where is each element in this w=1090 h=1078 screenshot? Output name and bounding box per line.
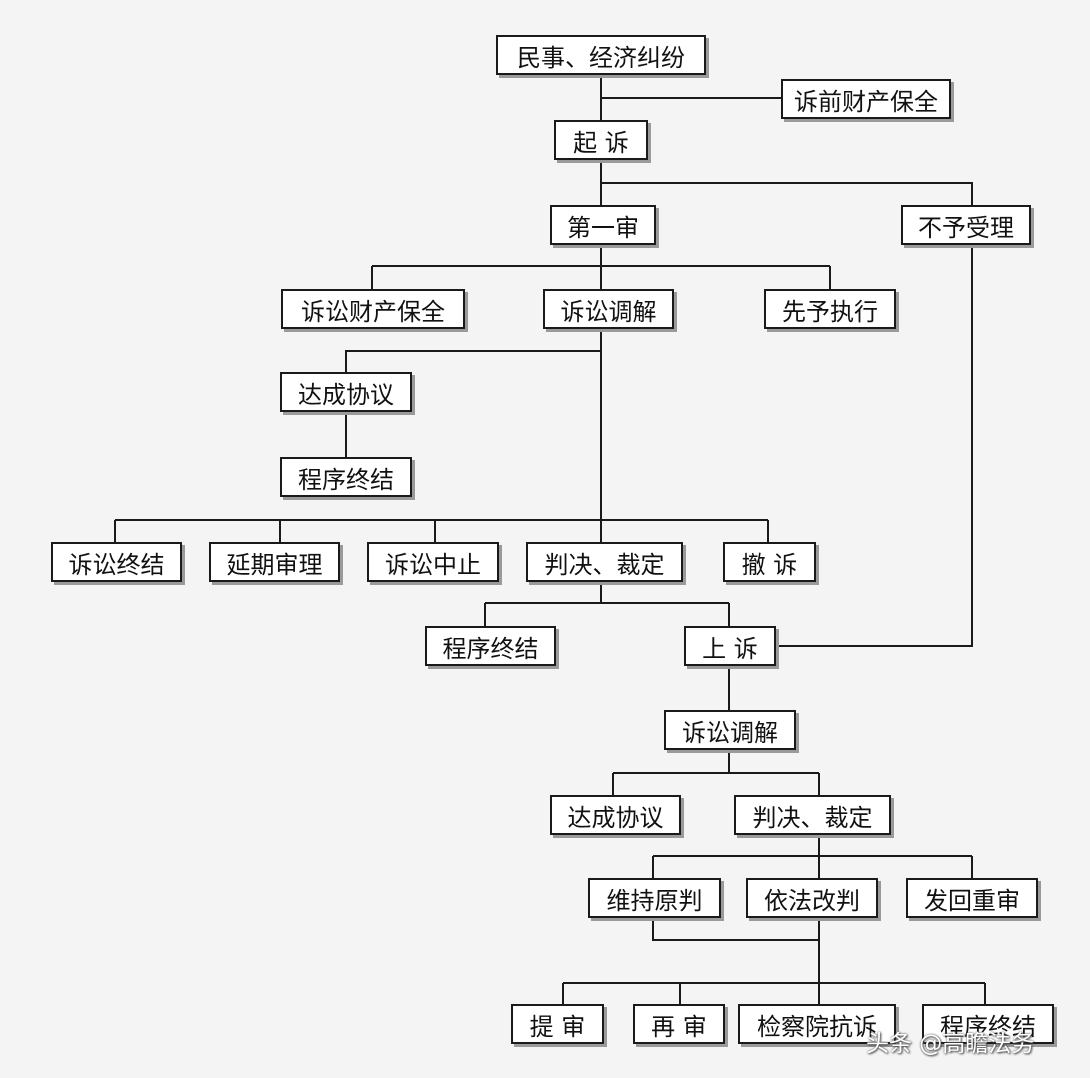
termination-node: 程序终结: [280, 457, 412, 497]
connector-not-accepted-appeal: [776, 243, 973, 647]
watermark: 头条 @高瞻法务: [866, 1031, 1035, 1057]
agreement-node: 达成协议: [280, 372, 412, 412]
termination-2-node: 程序终结: [425, 626, 556, 666]
dispute-node: 民事、经济纠纷: [496, 35, 706, 75]
connector-prosecution-not-accepted: [601, 182, 973, 205]
judgment-node: 判决、裁定: [526, 542, 683, 582]
connector-uphold-merge: [652, 916, 819, 941]
connector-mediation-agreement: [345, 350, 601, 372]
remand-node: 发回重审: [906, 878, 1038, 918]
prosecution-node: 起 诉: [554, 120, 648, 160]
litigation-suspended-node: 诉讼中止: [367, 542, 499, 582]
uphold-node: 维持原判: [588, 878, 721, 918]
withdrawal-node: 撤 诉: [723, 542, 816, 582]
amend-node: 依法改判: [746, 878, 878, 918]
postponed-hearing-node: 延期审理: [209, 542, 340, 582]
judgment-2-node: 判决、裁定: [734, 795, 891, 835]
retrial-node: 再 审: [633, 1004, 725, 1044]
litigation-ended-node: 诉讼终结: [51, 542, 182, 582]
first-instance-node: 第一审: [550, 205, 656, 245]
termination-3-node: 程序终结: [922, 1004, 1054, 1044]
not-accepted-node: 不予受理: [901, 205, 1031, 245]
litigation-preservation-node: 诉讼财产保全: [281, 289, 465, 329]
advance-execution-node: 先予执行: [764, 289, 896, 329]
appeal-node: 上 诉: [684, 626, 776, 666]
agreement-2-node: 达成协议: [550, 795, 681, 835]
mediation-node: 诉讼调解: [543, 289, 674, 329]
pre-suit-preservation-node: 诉前财产保全: [781, 79, 951, 119]
procuratorate-protest-node: 检察院抗诉: [738, 1004, 896, 1044]
mediation-2-node: 诉讼调解: [664, 710, 796, 750]
retrial-raise-node: 提 审: [511, 1004, 604, 1044]
